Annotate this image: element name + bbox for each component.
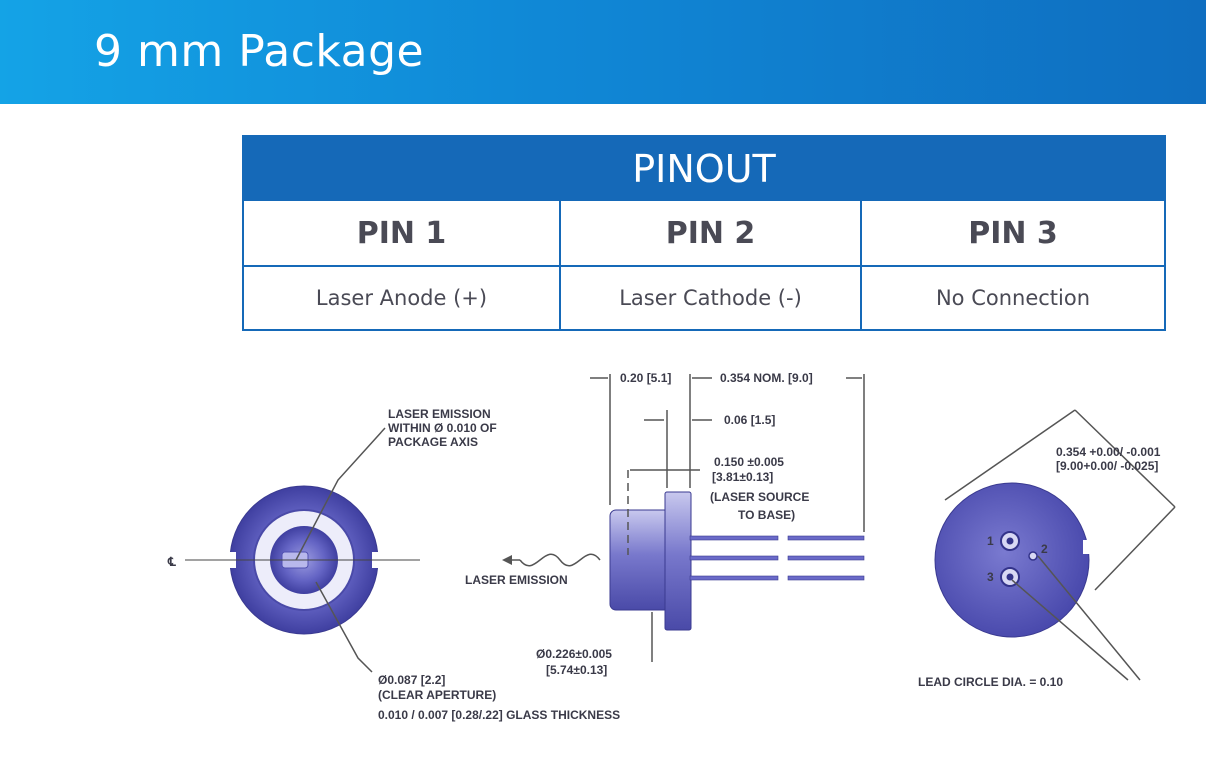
pin-3-hole [1006, 573, 1014, 581]
aperture-note-3: 0.010 / 0.007 [0.28/.22] GLASS THICKNESS [378, 708, 620, 722]
diameter-ext-lower [1094, 506, 1176, 591]
page-header: 9 mm Package [0, 0, 1206, 104]
pinout-table: PINOUT PIN 1 PIN 2 PIN 3 Laser Anode (+)… [242, 135, 1166, 331]
side-view: 0.20 [5.1] 0.354 NOM. [9.0] 0.06 [1.5] 0… [465, 371, 865, 677]
base-diameter-note-1: 0.354 +0.00/ -0.001 [1056, 445, 1161, 459]
lead-circle-leader-2 [1037, 555, 1141, 681]
base-diameter-note-2: [9.00+0.00/ -0.025] [1056, 459, 1158, 473]
emission-wave [519, 553, 601, 567]
emission-note-3: PACKAGE AXIS [388, 435, 478, 449]
package-flange [664, 491, 692, 631]
base-view: 1 2 3 0.354 +0.00/ -0.001 [9.00+0.00/ -0… [918, 409, 1176, 689]
emission-note-1: LASER EMISSION [388, 407, 491, 421]
pin-2-header: PIN 2 [559, 201, 860, 265]
diameter-note-1: Ø0.226±0.005 [536, 647, 612, 661]
pin-2-pad [1028, 551, 1038, 561]
centerline-symbol: ℄ [167, 555, 176, 569]
lead-circle-leader-1 [1011, 579, 1129, 681]
pin-label-3: 3 [987, 570, 994, 584]
source-note-4: TO BASE) [738, 508, 795, 522]
base-disc [934, 482, 1090, 638]
pin-lead-2-end [787, 555, 865, 561]
front-view: ℄ LASER EMISSION WITHIN Ø 0.010 OF PACKA… [167, 407, 620, 722]
aperture-note-2: (CLEAR APERTURE) [378, 688, 496, 702]
package-drawing: ℄ LASER EMISSION WITHIN Ø 0.010 OF PACKA… [167, 371, 1176, 722]
emission-arrowhead [502, 555, 512, 565]
pin-3-header: PIN 3 [860, 201, 1164, 265]
diameter-dim-line [1074, 409, 1176, 508]
pin-function-row: Laser Anode (+) Laser Cathode (-) No Con… [244, 267, 1164, 329]
diameter-note-2: [5.74±0.13] [546, 663, 607, 677]
pin-1-header: PIN 1 [356, 215, 447, 251]
pin-header-row: PIN 1 PIN 2 PIN 3 [244, 201, 1164, 267]
pin-lead-2 [689, 555, 779, 561]
dim-flange-label: 0.06 [1.5] [724, 413, 775, 427]
pin-1-hole [1006, 537, 1014, 545]
page-title: 9 mm Package [94, 26, 425, 77]
dim-cap-label: 0.20 [5.1] [620, 371, 671, 385]
source-note-2: [3.81±0.13] [712, 470, 773, 484]
pin-label-2: 2 [1041, 542, 1048, 556]
emission-note-2: WITHIN Ø 0.010 OF [388, 421, 497, 435]
pin-label-1: 1 [987, 534, 994, 548]
aperture-note-1: Ø0.087 [2.2] [378, 673, 445, 687]
diameter-ext-upper [944, 409, 1076, 501]
package-cap [609, 509, 671, 611]
pin-2-function: Laser Cathode (-) [559, 267, 860, 329]
pin-3-function: No Connection [860, 267, 1164, 329]
emission-leader [295, 427, 386, 561]
emission-label: LASER EMISSION [465, 573, 568, 587]
pin-lead-1 [689, 535, 779, 541]
pin-lead-3 [689, 575, 779, 581]
base-notch [1083, 540, 1092, 554]
pinout-title: PINOUT [244, 137, 1164, 201]
aperture-leader [315, 581, 373, 673]
pin-lead-3-end [787, 575, 865, 581]
pin-1-function: Laser Anode (+) [315, 286, 488, 310]
pin-lead-1-end [787, 535, 865, 541]
lead-circle-label: LEAD CIRCLE DIA. = 0.10 [918, 675, 1063, 689]
source-note-3: (LASER SOURCE [710, 490, 809, 504]
source-note-1: 0.150 ±0.005 [714, 455, 784, 469]
dim-nominal-label: 0.354 NOM. [9.0] [720, 371, 813, 385]
